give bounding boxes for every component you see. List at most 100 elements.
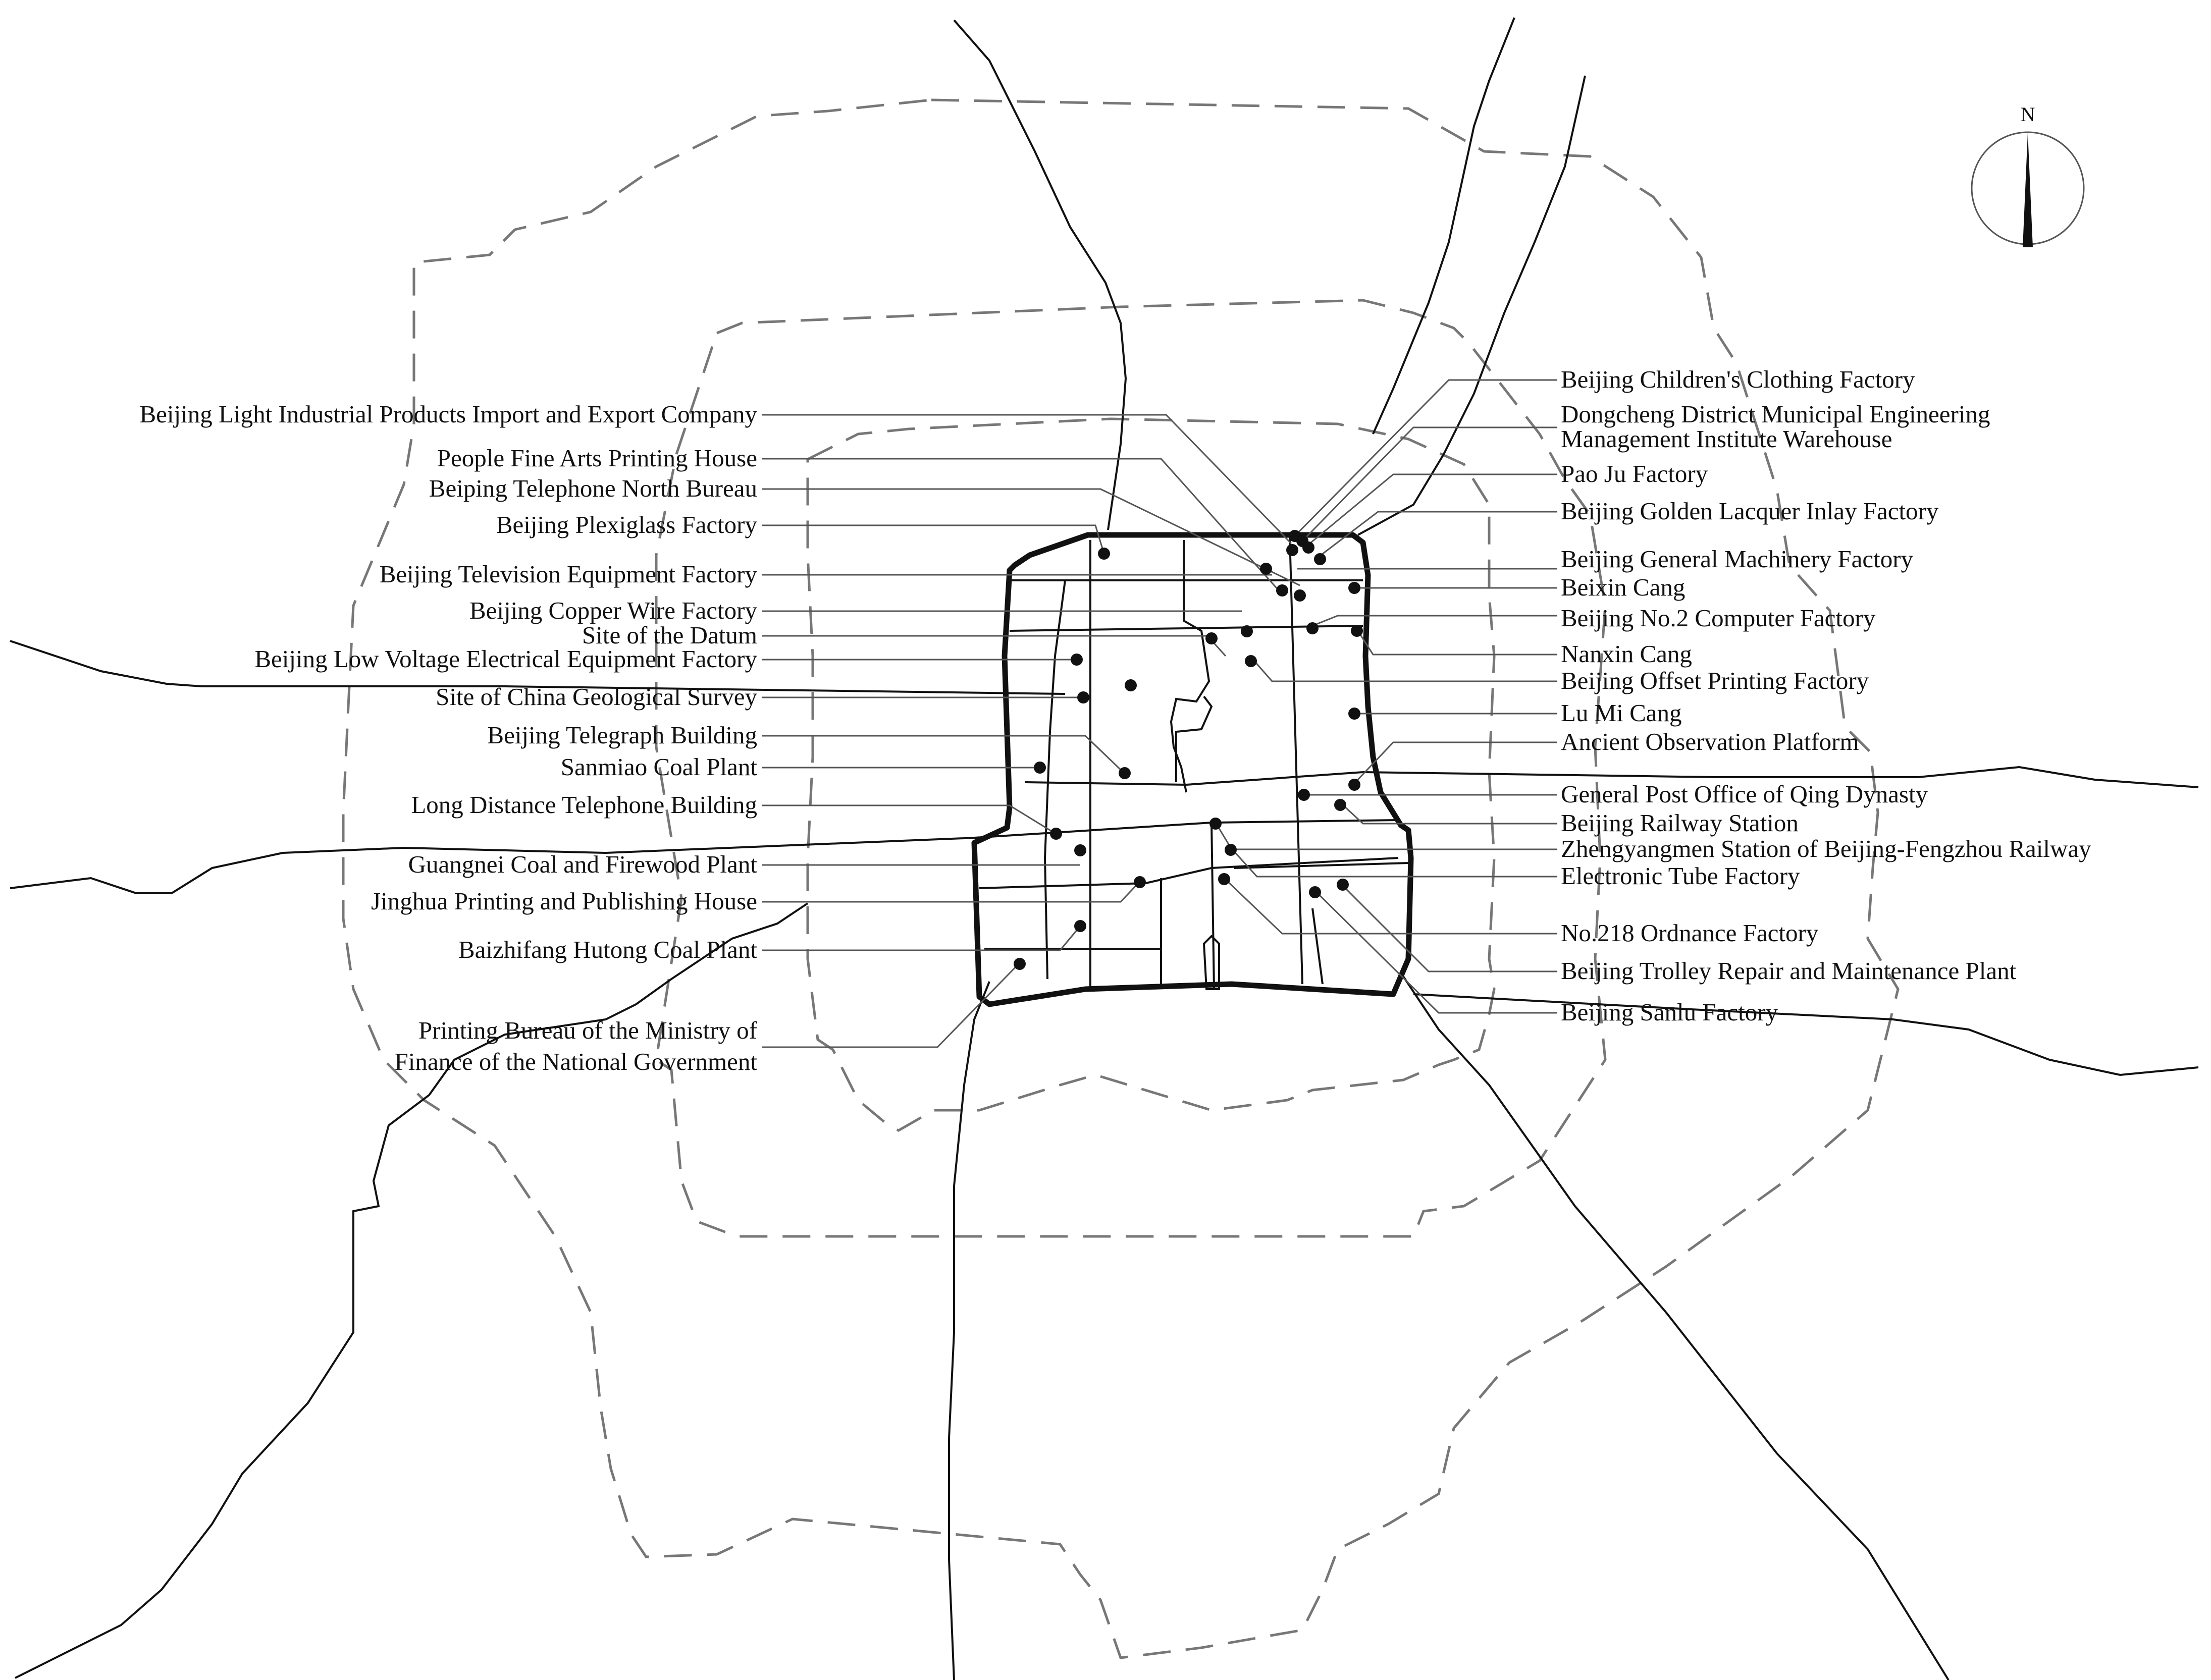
label-telephone-north: Beiping Telephone North Bureau (429, 474, 757, 502)
street-tiantan (1202, 935, 1220, 990)
street-horizontal-2 (1009, 625, 1363, 632)
street-east-vertical (1289, 537, 1303, 985)
middle-ring-road (655, 299, 1607, 1238)
leader-pao-ju (1304, 473, 1557, 549)
leader-lines-right (1215, 379, 1557, 1014)
marker-plexiglass (1098, 548, 1110, 560)
street-southeast (1311, 908, 1324, 985)
marker-zhengyangmen (1209, 818, 1222, 830)
street-far-west (1043, 580, 1066, 980)
leader-railway-station (1342, 804, 1557, 825)
east-river (1362, 766, 2199, 788)
marker-post-office (1298, 789, 1310, 801)
leader-nanxin-cang (1357, 630, 1557, 656)
city-wall (971, 532, 1414, 1007)
label-copper-wire: Beijing Copper Wire Factory (469, 597, 758, 624)
label-printing-bureau-line2: Finance of the National Government (395, 1048, 758, 1075)
leader-jinghua (762, 882, 1139, 903)
leader-trolley (1342, 885, 1557, 972)
leader-no218 (1223, 877, 1557, 935)
leader-zhengyangmen (1215, 822, 1557, 850)
label-light-industrial: Beijing Light Industrial Products Import… (140, 400, 758, 428)
marker-telephone-north (1294, 589, 1306, 602)
label-no218: No.218 Ordnance Factory (1561, 919, 1819, 947)
labels-right: Beijing Children's Clothing Factory Dong… (1561, 365, 2091, 1026)
label-observation: Ancient Observation Platform (1561, 728, 1859, 755)
leader-golden-lacquer (1317, 511, 1557, 559)
leader-telegraph (762, 735, 1124, 773)
marker-electronic-tube (1225, 844, 1237, 856)
leader-sanlu (1314, 890, 1557, 1014)
northeast-river (1357, 75, 1586, 536)
leader-datum (762, 635, 1227, 657)
street-central-west (1175, 695, 1213, 782)
marker-trolley (1337, 879, 1349, 891)
site-markers (1014, 530, 1363, 970)
marker-no218 (1218, 873, 1230, 885)
label-guangnei: Guangnei Coal and Firewood Plant (408, 850, 758, 878)
label-jinghua: Jinghua Printing and Publishing House (371, 887, 757, 915)
leader-electronic-tube (1231, 848, 1557, 878)
inner-ring-road (806, 417, 1496, 1132)
marker-offset-printing (1245, 655, 1257, 667)
label-lu-mi-cang: Lu Mi Cang (1561, 699, 1682, 727)
street-horizontal-3 (1024, 771, 1363, 786)
marker-baizhifang (1074, 920, 1086, 932)
marker-guangnei (1074, 844, 1086, 856)
leader-baizhifang (762, 926, 1081, 951)
outer-ring-road (342, 98, 1900, 1659)
north-river (1372, 17, 1515, 435)
leader-telephone-north (762, 488, 1300, 586)
label-plexiglass: Beijing Plexiglass Factory (496, 511, 758, 538)
marker-tv-equipment (1260, 563, 1272, 575)
marker-jinghua (1134, 876, 1146, 888)
north-compass: N (1971, 103, 2085, 247)
southwest-river (15, 902, 809, 1679)
leader-long-distance (762, 804, 1055, 834)
street-northeast (1170, 540, 1210, 793)
label-baizhifang: Baizhifang Hutong Coal Plant (458, 936, 757, 963)
marker-pao-ju (1286, 544, 1298, 556)
label-geological: Site of China Geological Survey (436, 683, 757, 711)
leader-printing-bureau (762, 963, 1020, 1048)
marker-nanxin-cang (1351, 625, 1363, 637)
marker-sanmiao (1034, 762, 1046, 774)
label-tv-equipment: Beijing Television Equipment Factory (380, 560, 758, 588)
label-pao-ju: Pao Ju Factory (1561, 460, 1708, 487)
marker-telegraph-diag (1125, 679, 1137, 691)
leader-dongcheng-warehouse (1301, 426, 1557, 542)
label-general-machinery: Beijing General Machinery Factory (1561, 545, 1914, 573)
compass-needle (2023, 133, 2033, 247)
label-sanlu: Beijing Sanlu Factory (1561, 998, 1778, 1026)
leader-light-industrial (762, 414, 1292, 545)
northwest-river (953, 19, 1127, 530)
label-offset-printing: Beijing Offset Printing Factory (1561, 667, 1869, 694)
label-electronic-tube: Electronic Tube Factory (1561, 862, 1800, 890)
marker-lu-mi-cang (1348, 708, 1360, 720)
label-dongcheng-line1: Dongcheng District Municipal Engineering (1561, 400, 1990, 428)
marker-people-fine-arts (1276, 584, 1288, 597)
west-canal (10, 837, 977, 894)
label-zhengyangmen: Zhengyangmen Station of Beijing-Fengzhou… (1561, 835, 2091, 862)
leader-childrens-clothing (1294, 379, 1557, 537)
label-long-distance: Long Distance Telephone Building (411, 791, 757, 819)
leader-lines-left (762, 414, 1300, 1048)
marker-datum (1205, 632, 1218, 644)
label-dongcheng-line2: Management Institute Warehouse (1561, 425, 1892, 453)
marker-low-voltage (1071, 654, 1083, 666)
leader-no2-computer (1312, 615, 1557, 627)
label-nanxin-cang: Nanxin Cang (1561, 640, 1692, 668)
label-telegraph: Beijing Telegraph Building (487, 721, 757, 749)
leader-plexiglass (762, 524, 1105, 554)
ring-roads (342, 98, 1900, 1659)
street-horizontal-5 (979, 857, 1399, 889)
label-people-fine-arts: People Fine Arts Printing House (437, 444, 757, 472)
street-horizontal-6 (1234, 862, 1409, 869)
southeast-radial-river (1402, 976, 1950, 1680)
marker-beixin-cang (1348, 582, 1360, 594)
marker-railway-station (1334, 799, 1346, 811)
label-railway-station: Beijing Railway Station (1561, 809, 1799, 837)
labels-left: Beijing Light Industrial Products Import… (140, 400, 758, 1075)
marker-copper-wire (1241, 625, 1253, 637)
west-river (10, 640, 1066, 695)
